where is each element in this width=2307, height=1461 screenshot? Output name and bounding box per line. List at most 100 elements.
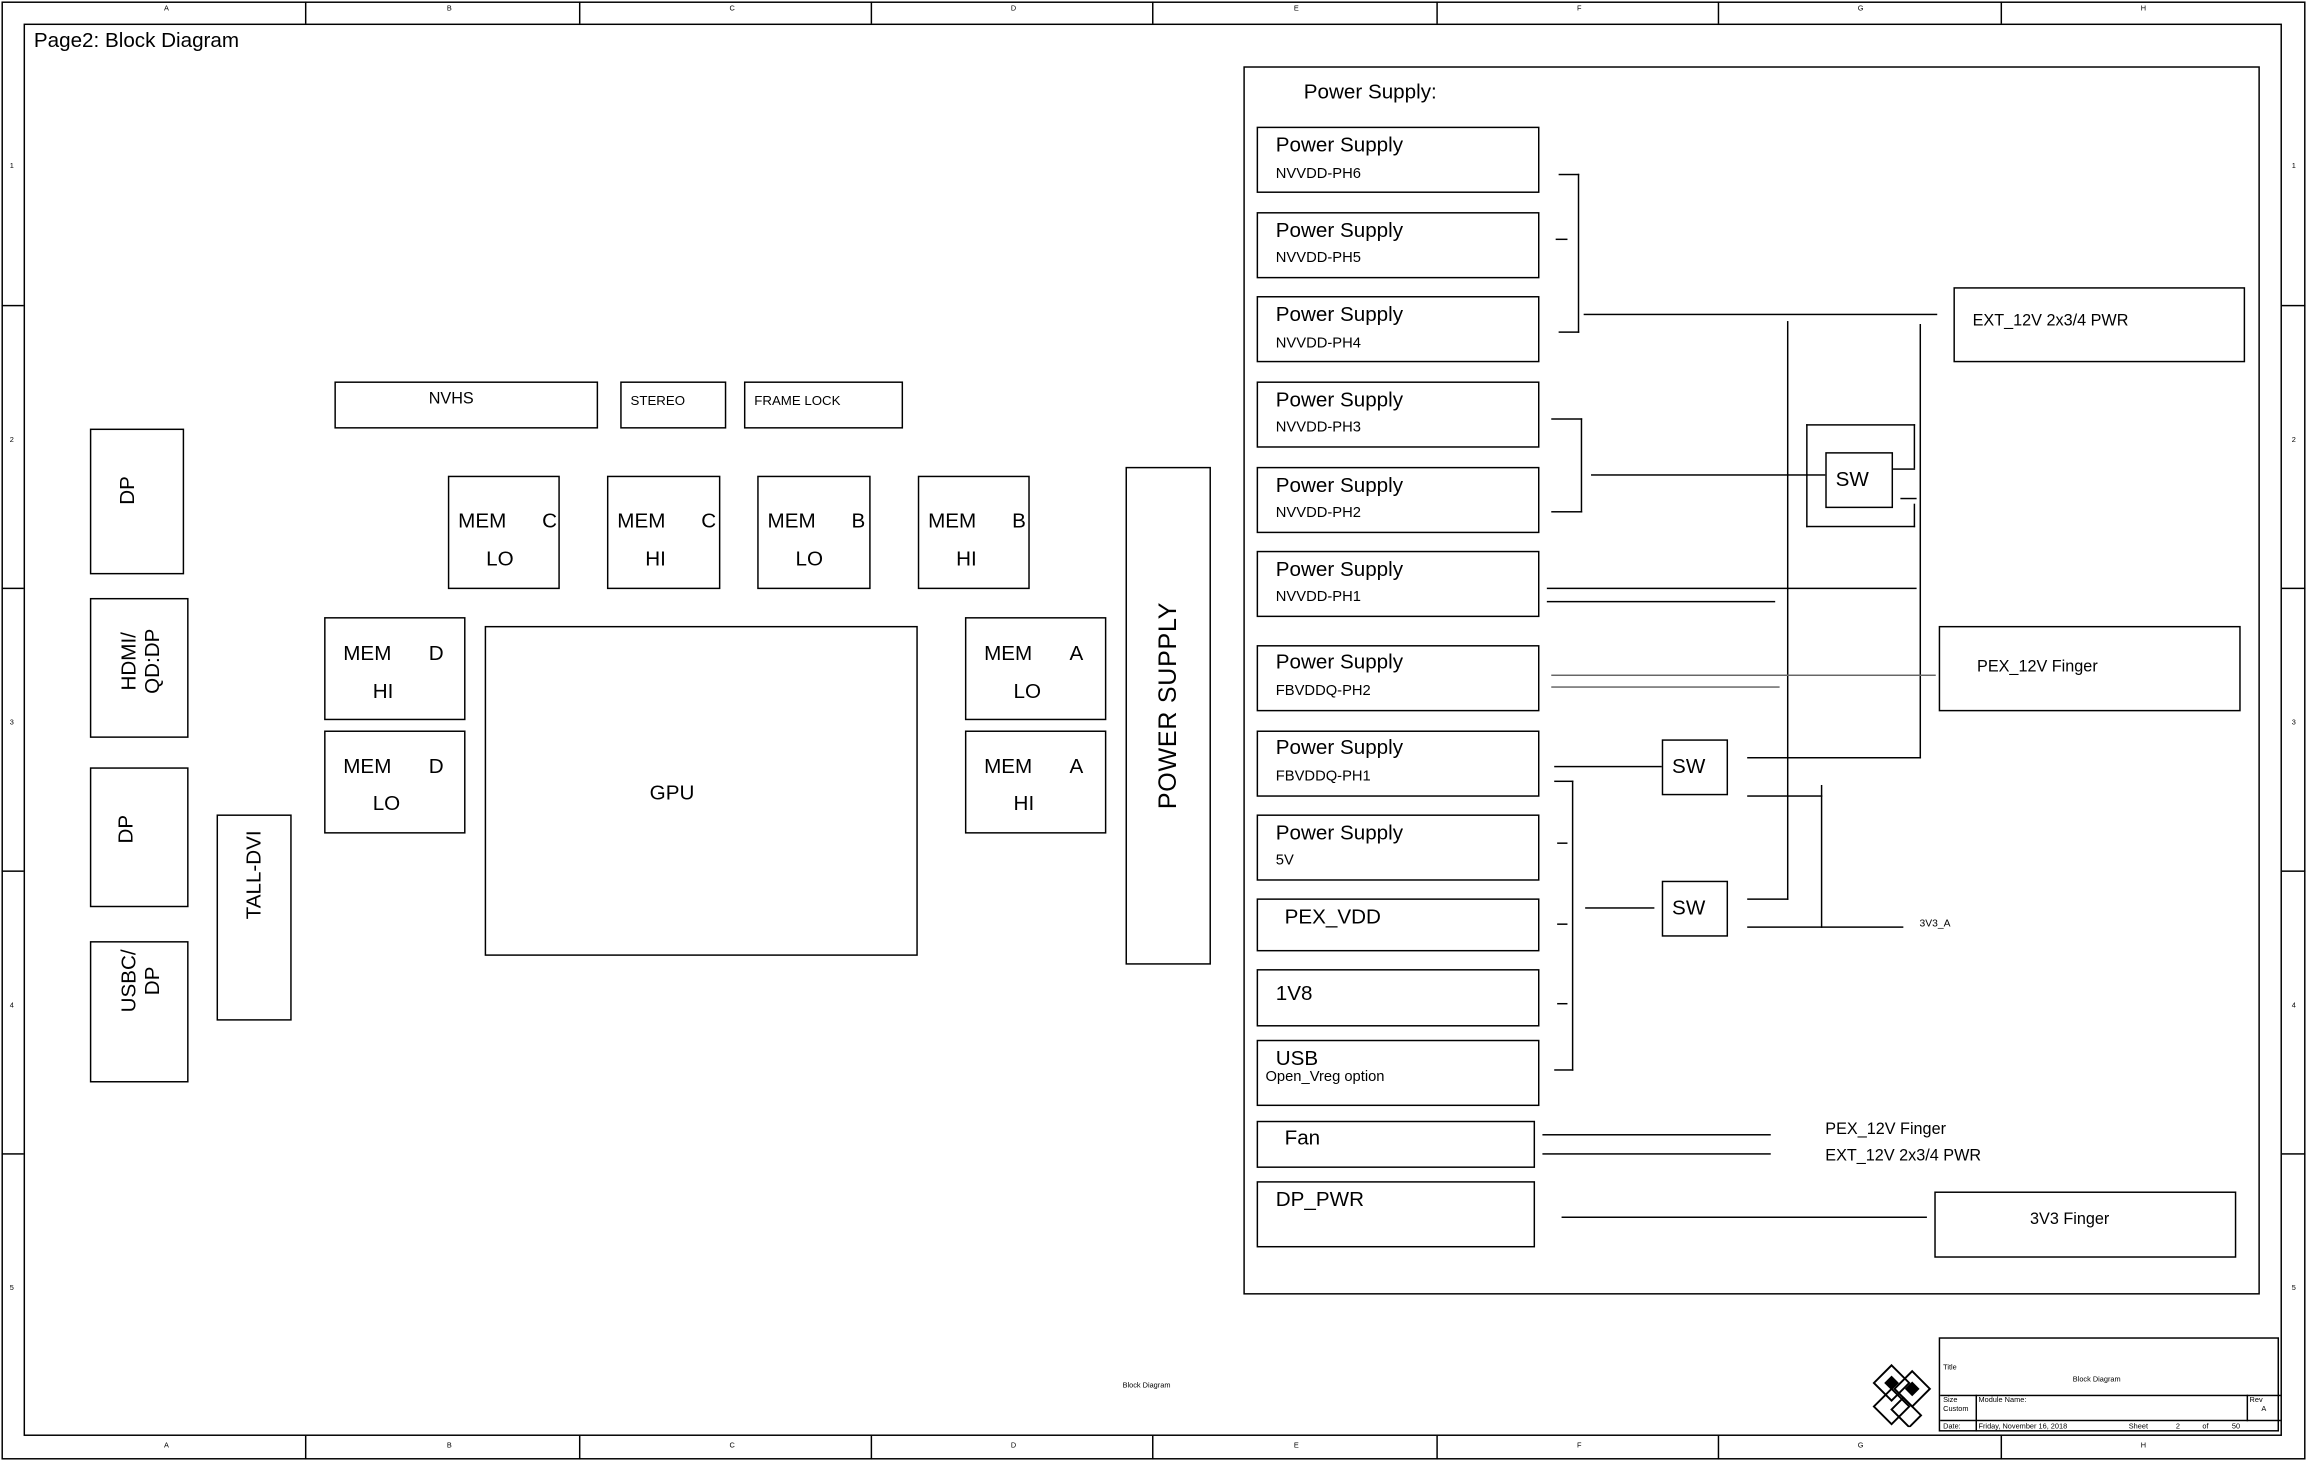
connector-hdmi: HDMI/ QD:DP <box>89 597 189 738</box>
net-3v3-a-label: 3V3_A <box>1919 919 1951 930</box>
psu-label: Power Supply <box>1275 217 1404 242</box>
psu-label: Power Supply <box>1275 734 1404 759</box>
zone-tick <box>1 870 24 872</box>
zone-tick <box>1152 1435 1154 1460</box>
psu-sub: NVVDD-PH2 <box>1275 505 1361 522</box>
psu-fbvddq-ph1: Power Supply FBVDDQ-PH1 <box>1256 730 1540 797</box>
title-block-sheet: 2 <box>2175 1422 2180 1432</box>
stereo-box: STEREO <box>620 381 727 429</box>
zone-label-top: D <box>1010 4 1017 14</box>
zone-label-right: 5 <box>2291 1284 2296 1294</box>
zone-label-left: 3 <box>9 718 14 728</box>
mem-channel: D <box>428 754 444 778</box>
title-block: Title Block Diagram Size Custom Module N… <box>1938 1337 2281 1432</box>
switch-1: SW <box>1825 452 1894 509</box>
stereo-label: STEREO <box>630 393 686 408</box>
footer-center-label: Block Diagram <box>1122 1381 1171 1391</box>
switch-label: SW <box>1672 895 1706 920</box>
title-block-sheet-label: Sheet <box>2128 1422 2149 1432</box>
zone-label-top: C <box>729 4 735 14</box>
zone-tick <box>1 587 24 590</box>
zone-tick <box>2281 1153 2306 1155</box>
ext-12v-box: EXT_12V 2x3/4 PWR <box>1953 287 2246 363</box>
mem-bank: HI <box>1013 790 1035 815</box>
title-block-size: Custom <box>1943 1405 1969 1414</box>
psu-label: DP_PWR <box>1275 1187 1365 1211</box>
mem-name: MEM <box>984 754 1033 778</box>
zone-label-bottom: A <box>164 1441 169 1451</box>
fan-source-2-label: EXT_12V 2x3/4 PWR <box>1825 1147 1982 1165</box>
psu-sub: NVVDD-PH3 <box>1275 419 1361 436</box>
zone-label-top: B <box>446 4 452 14</box>
zone-label-bottom: G <box>1857 1441 1864 1451</box>
zone-label-right: 3 <box>2291 718 2296 728</box>
zone-label-bottom: B <box>446 1441 452 1451</box>
psu-label: Power Supply <box>1275 649 1404 674</box>
switch-2: SW <box>1661 739 1729 796</box>
mem-d-hi: MEM D HI <box>324 617 466 721</box>
zone-tick <box>2000 1 2003 24</box>
switch-label: SW <box>1672 754 1706 778</box>
psu-label: Power Supply <box>1275 820 1404 844</box>
psu-sub: NVVDD-PH1 <box>1275 589 1361 606</box>
mem-channel: B <box>851 508 866 532</box>
mem-channel: C <box>701 508 717 532</box>
mem-bank: LO <box>795 546 824 570</box>
zone-tick <box>870 1435 873 1460</box>
mem-bank: LO <box>486 546 514 570</box>
zone-label-bottom: F <box>1576 1441 1582 1451</box>
psu-nvvdd-ph1: Power Supply NVVDD-PH1 <box>1256 550 1540 618</box>
zone-tick <box>1 304 24 307</box>
power-section-frame <box>1243 66 2260 1295</box>
mem-name: MEM <box>343 754 392 778</box>
inner-border <box>23 23 2282 1436</box>
psu-nvvdd-ph3: Power Supply NVVDD-PH3 <box>1256 381 1540 448</box>
connector-usbc: USBC/ DP <box>89 941 189 1083</box>
connector-label: HDMI/ QD:DP <box>116 628 164 694</box>
ext-12v-label: EXT_12V 2x3/4 PWR <box>1972 312 2129 330</box>
psu-nvvdd-ph2: Power Supply NVVDD-PH2 <box>1256 466 1540 534</box>
pex-12v-label: PEX_12V Finger <box>1977 658 2098 677</box>
mem-name: MEM <box>928 508 977 532</box>
pex-12v-box: PEX_12V Finger <box>1938 625 2241 712</box>
psu-5v: Power Supply 5V <box>1256 814 1540 881</box>
power-section-title: Power Supply: <box>1303 79 1437 104</box>
psu-sub: FBVDDQ-PH2 <box>1275 683 1371 700</box>
page-title: Page2: Block Diagram <box>33 27 240 52</box>
zone-label-right: 4 <box>2291 1001 2296 1011</box>
zone-label-top: E <box>1293 4 1299 14</box>
zone-label-right: 1 <box>2291 162 2296 171</box>
zone-label-top: H <box>2140 4 2147 14</box>
fan-source-1-label: PEX_12V Finger <box>1825 1120 1946 1139</box>
zone-tick <box>578 1 581 24</box>
mem-a-hi: MEM A HI <box>964 730 1107 834</box>
zone-tick <box>870 1 873 24</box>
nvhs-box: NVHS <box>334 381 599 429</box>
mem-bank: LO <box>1013 678 1042 703</box>
mem-c-hi: MEM C HI <box>606 475 721 590</box>
psu-sub: Open_Vreg option <box>1265 1069 1385 1086</box>
zone-tick <box>304 1435 307 1460</box>
zone-label-top: G <box>1857 4 1864 14</box>
psu-label: USB <box>1275 1045 1319 1070</box>
zone-label-bottom: H <box>2140 1441 2147 1451</box>
zone-tick <box>2281 870 2306 872</box>
connector-dp-1: DP <box>89 428 185 575</box>
psu-label: PEX_VDD <box>1284 904 1381 928</box>
psu-fbvddq-ph2: Power Supply FBVDDQ-PH2 <box>1256 645 1540 712</box>
title-block-rev-label: Rev <box>2249 1396 2263 1406</box>
zone-tick <box>1152 1 1154 24</box>
title-block-of-label: of <box>2202 1422 2209 1432</box>
psu-sub: NVVDD-PH5 <box>1275 250 1361 267</box>
psu-nvvdd-ph6: Power Supply NVVDD-PH6 <box>1256 126 1540 193</box>
frame-lock-label: FRAME LOCK <box>754 393 841 408</box>
mem-channel: A <box>1069 754 1084 778</box>
psu-label: Power Supply <box>1275 301 1404 326</box>
switch-label: SW <box>1835 466 1869 491</box>
title-block-date-label: Date: <box>1943 1422 1961 1432</box>
zone-label-top: A <box>164 4 169 14</box>
connector-label: DP <box>114 476 139 505</box>
psu-label: 1V8 <box>1275 980 1313 1005</box>
mem-a-lo: MEM A LO <box>964 617 1107 721</box>
